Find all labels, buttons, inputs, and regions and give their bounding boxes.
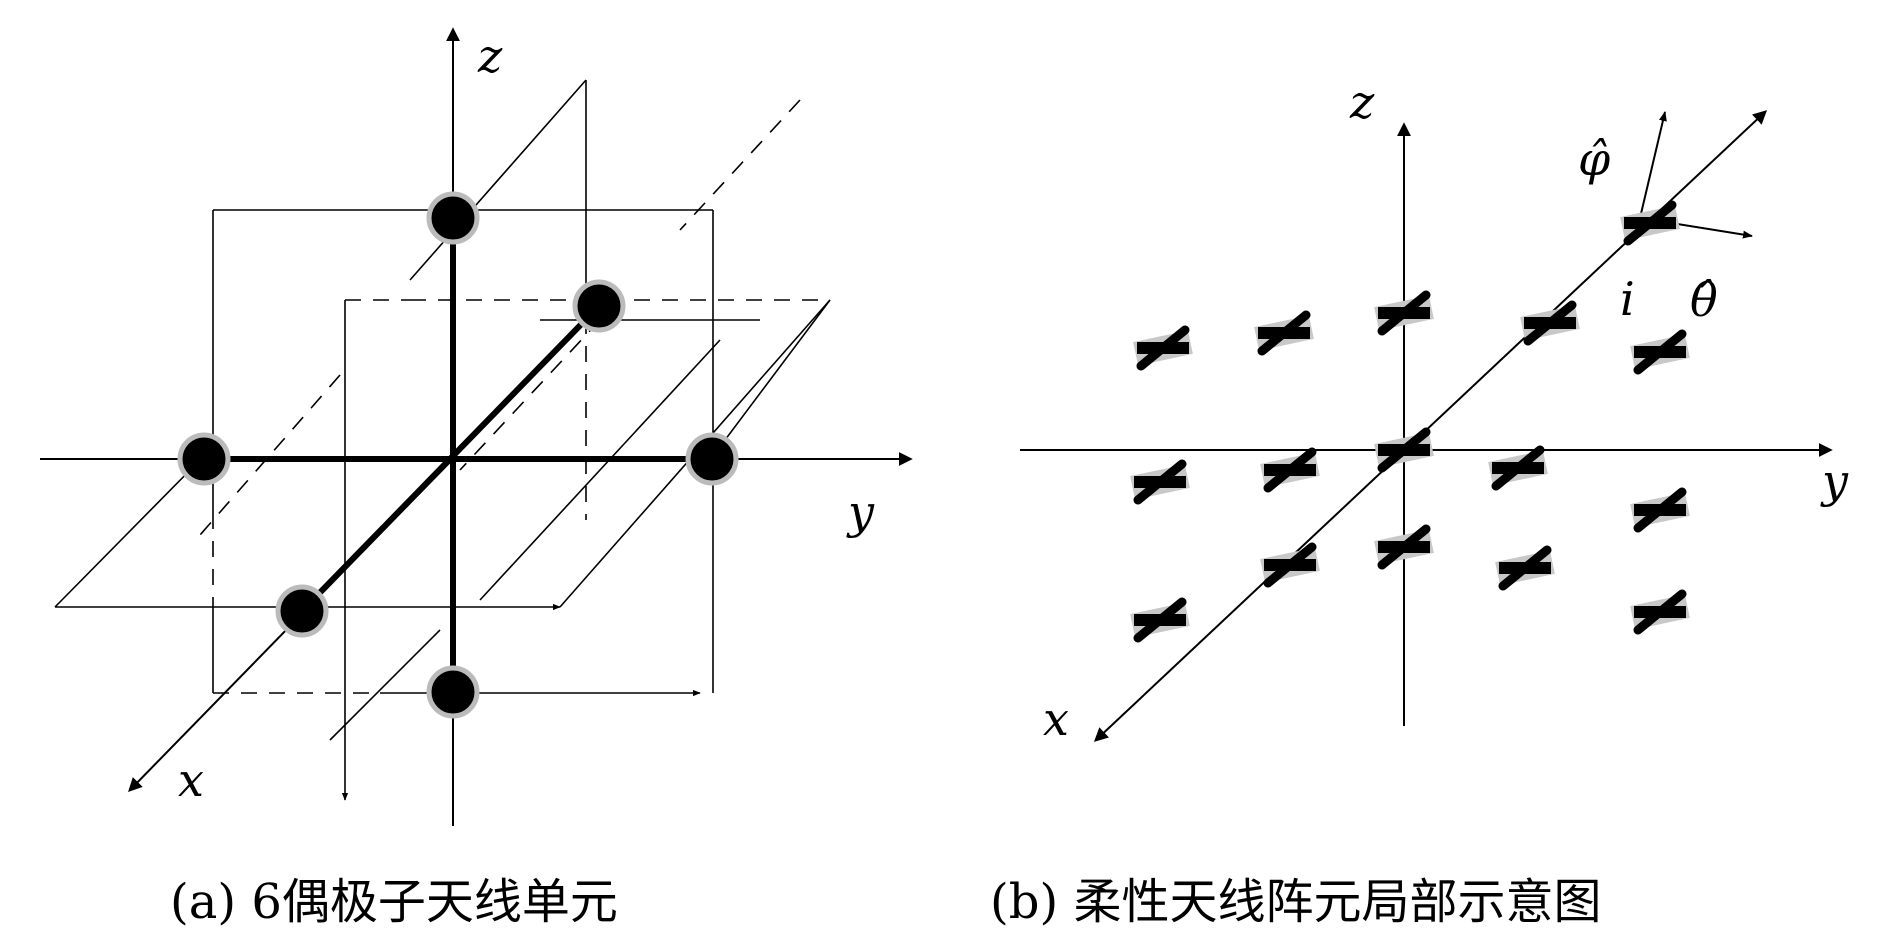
phi-hat-label: φ̂: [1578, 132, 1611, 186]
x-label-a: x: [178, 753, 204, 807]
array-element: [1374, 524, 1434, 570]
y-label-b: y: [1820, 454, 1849, 508]
node-left: [177, 432, 231, 486]
array-element: [1620, 200, 1680, 246]
caption-b: (b) 柔性天线阵元局部示意图: [990, 874, 1601, 930]
node-bottom: [426, 665, 480, 719]
array-element: [1133, 325, 1193, 371]
xz-plane: [199, 79, 830, 801]
array-element: [1495, 545, 1555, 591]
array-elements: [1130, 200, 1690, 643]
y-label-a: y: [846, 485, 875, 539]
array-element: [1130, 597, 1190, 643]
caption-a: (a) 6偶极子天线单元: [170, 874, 618, 930]
array-element: [1488, 445, 1548, 491]
array-element: [1520, 300, 1580, 346]
array-element: [1630, 329, 1690, 375]
array-element: [1630, 589, 1690, 635]
array-element: [1374, 290, 1434, 336]
node-front: [275, 584, 329, 638]
node-top: [426, 191, 480, 245]
panel-b-diagram: z y x i φ̂ θ̂ (b) 柔性天线阵元局部示意图: [990, 75, 1849, 930]
dipole-nodes: [177, 191, 739, 719]
array-element: [1260, 542, 1320, 588]
phi-hat-vector: [1639, 111, 1667, 219]
panel-a-diagram: z y x (a) 6偶极子天线单元: [40, 27, 913, 930]
array-element: [1254, 310, 1314, 356]
array-element: [1260, 447, 1320, 493]
element-i-label: i: [1620, 272, 1635, 326]
node-back: [572, 279, 626, 333]
array-element: [1630, 487, 1690, 533]
z-label-a: z: [477, 29, 503, 83]
array-element: [1374, 427, 1434, 473]
dipole-arms: [201, 215, 715, 695]
theta-hat-label: θ̂: [1690, 273, 1718, 327]
z-label-b: z: [1349, 75, 1375, 129]
x-label-b: x: [1043, 692, 1069, 746]
array-element: [1130, 459, 1190, 505]
node-right: [685, 432, 739, 486]
